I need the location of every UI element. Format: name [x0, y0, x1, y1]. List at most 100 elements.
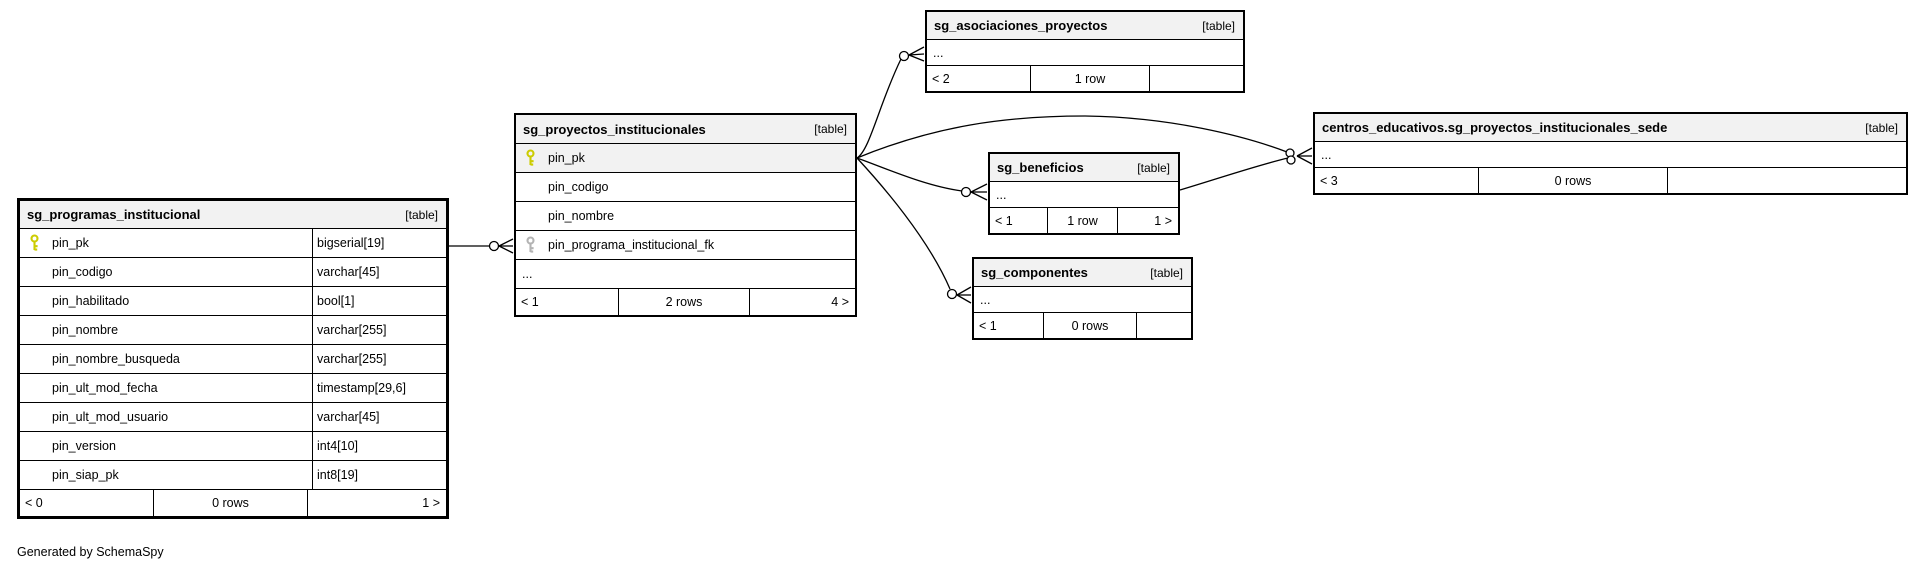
- column-row: pin_ult_mod_usuario varchar[45]: [20, 403, 446, 432]
- column-type: varchar[45]: [317, 410, 380, 424]
- table-tag: [table]: [1202, 18, 1235, 33]
- column-name: pin_ult_mod_fecha: [52, 381, 158, 395]
- table-sg-programas-institucional: sg_programas_institucional [table] pin_p…: [17, 198, 449, 519]
- table-footer: < 1 2 rows 4 >: [516, 289, 855, 315]
- crowfoot-connector: [956, 286, 972, 304]
- column-name: pin_nombre_busqueda: [52, 352, 180, 366]
- column-name: pin_codigo: [52, 265, 113, 279]
- table-header: sg_programas_institucional [table]: [20, 201, 446, 229]
- row-count: 1 row: [1047, 208, 1118, 233]
- column-type: varchar[45]: [317, 265, 380, 279]
- table-name-link[interactable]: sg_proyectos_institucionales: [523, 121, 706, 137]
- edge-proyectos-to-componentes: [856, 157, 951, 290]
- children-count: < 3: [1320, 173, 1338, 188]
- column-name: pin_nombre: [548, 209, 615, 223]
- row-count: 1 row: [1030, 66, 1150, 91]
- column-row: pin_programa_institucional_fk: [516, 231, 855, 260]
- column-name: pin_programa_institucional_fk: [548, 238, 715, 252]
- elided-columns-row: ...: [974, 287, 1191, 313]
- parents-count: [1150, 66, 1243, 91]
- column-type: bigserial[19]: [317, 236, 385, 250]
- children-count: < 0: [25, 496, 43, 510]
- children-count: < 1: [995, 213, 1013, 228]
- column-type: varchar[255]: [317, 323, 387, 337]
- table-centros-educativos-sg-proyectos-institucionales-sede: centros_educativos.sg_proyectos_instituc…: [1313, 112, 1908, 195]
- table-footer: < 1 1 row 1 >: [990, 208, 1178, 233]
- table-sg-proyectos-institucionales: sg_proyectos_institucionales [table] pin…: [514, 113, 857, 317]
- table-header: sg_beneficios [table]: [990, 154, 1178, 182]
- ellipsis: ...: [996, 187, 1007, 202]
- children-count: < 1: [979, 318, 997, 333]
- edge-beneficios-to-sede: [1179, 157, 1289, 191]
- table-sg-beneficios: sg_beneficios [table] ... < 1 1 row 1 >: [988, 152, 1180, 235]
- column-name: pin_pk: [548, 151, 585, 165]
- column-row: pin_version int4[10]: [20, 432, 446, 461]
- generated-by-note: Generated by SchemaSpy: [17, 545, 164, 559]
- column-row: pin_ult_mod_fecha timestamp[29,6]: [20, 374, 446, 403]
- column-row: pin_siap_pk int8[19]: [20, 461, 446, 490]
- table-footer: < 3 0 rows: [1315, 168, 1906, 193]
- row-count: 0 rows: [1043, 313, 1137, 338]
- table-footer: < 0 0 rows 1 >: [20, 490, 446, 516]
- parents-count: [1137, 313, 1191, 338]
- parents-count: [1668, 168, 1906, 193]
- column-row: pin_pk: [516, 144, 855, 173]
- table-header: centros_educativos.sg_proyectos_instituc…: [1315, 114, 1906, 142]
- zero-one-circle: [946, 288, 958, 300]
- table-tag: [table]: [1150, 265, 1183, 280]
- column-row: pin_nombre: [516, 202, 855, 231]
- column-row: pin_pk bigserial[19]: [20, 229, 446, 258]
- column-name: pin_codigo: [548, 180, 609, 194]
- table-name-link[interactable]: sg_componentes: [981, 265, 1088, 280]
- column-type: varchar[255]: [317, 352, 387, 366]
- ellipsis: ...: [1321, 147, 1332, 162]
- column-row: pin_codigo varchar[45]: [20, 258, 446, 287]
- column-name: pin_nombre: [52, 323, 119, 337]
- table-name-link[interactable]: centros_educativos.sg_proyectos_instituc…: [1322, 120, 1668, 135]
- edge-proyectos-to-asociaciones: [856, 58, 902, 159]
- crowfoot-connector: [908, 46, 925, 62]
- crowfoot-connector: [498, 238, 514, 254]
- crowfoot-connector: [970, 183, 988, 201]
- table-name-link[interactable]: sg_beneficios: [997, 160, 1084, 175]
- column-row: pin_codigo: [516, 173, 855, 202]
- table-name-link[interactable]: sg_asociaciones_proyectos: [934, 18, 1108, 33]
- table-tag: [table]: [1865, 120, 1898, 135]
- column-name: pin_ult_mod_usuario: [52, 410, 169, 424]
- primary-key-icon: [28, 234, 41, 252]
- crowfoot-connector: [1296, 147, 1313, 165]
- column-row: pin_nombre_busqueda varchar[255]: [20, 345, 446, 374]
- column-type: timestamp[29,6]: [317, 381, 406, 395]
- table-tag: [table]: [405, 207, 438, 222]
- table-name-link[interactable]: sg_programas_institucional: [27, 207, 201, 222]
- children-count: < 2: [932, 71, 950, 86]
- table-footer: < 2 1 row: [927, 66, 1243, 91]
- column-row: pin_habilitado bool[1]: [20, 287, 446, 316]
- row-count: 0 rows: [1478, 168, 1668, 193]
- zero-one-circle: [960, 186, 972, 198]
- column-name: pin_habilitado: [52, 294, 130, 308]
- elided-columns-row: ...: [1315, 142, 1906, 168]
- table-tag: [table]: [1137, 160, 1170, 175]
- table-header: sg_proyectos_institucionales [table]: [516, 115, 855, 144]
- column-row: pin_nombre varchar[255]: [20, 316, 446, 345]
- ellipsis: ...: [522, 267, 533, 281]
- row-count: 0 rows: [153, 490, 308, 516]
- zero-one-circle: [1286, 155, 1296, 165]
- parents-count: 4 >: [831, 295, 849, 309]
- ellipsis: ...: [980, 292, 991, 307]
- column-name: pin_pk: [52, 236, 89, 250]
- table-footer: < 1 0 rows: [974, 313, 1191, 338]
- table-sg-componentes: sg_componentes [table] ... < 1 0 rows: [972, 257, 1193, 340]
- column-name: pin_version: [52, 439, 116, 453]
- column-type: bool[1]: [317, 294, 355, 308]
- children-count: < 1: [521, 295, 539, 309]
- elided-columns-row: ...: [990, 182, 1178, 208]
- row-count: 2 rows: [618, 289, 750, 315]
- elided-columns-row: ...: [516, 260, 855, 289]
- table-header: sg_componentes [table]: [974, 259, 1191, 287]
- ellipsis: ...: [933, 45, 944, 60]
- column-name: pin_siap_pk: [52, 468, 119, 482]
- zero-one-circle: [1285, 148, 1295, 158]
